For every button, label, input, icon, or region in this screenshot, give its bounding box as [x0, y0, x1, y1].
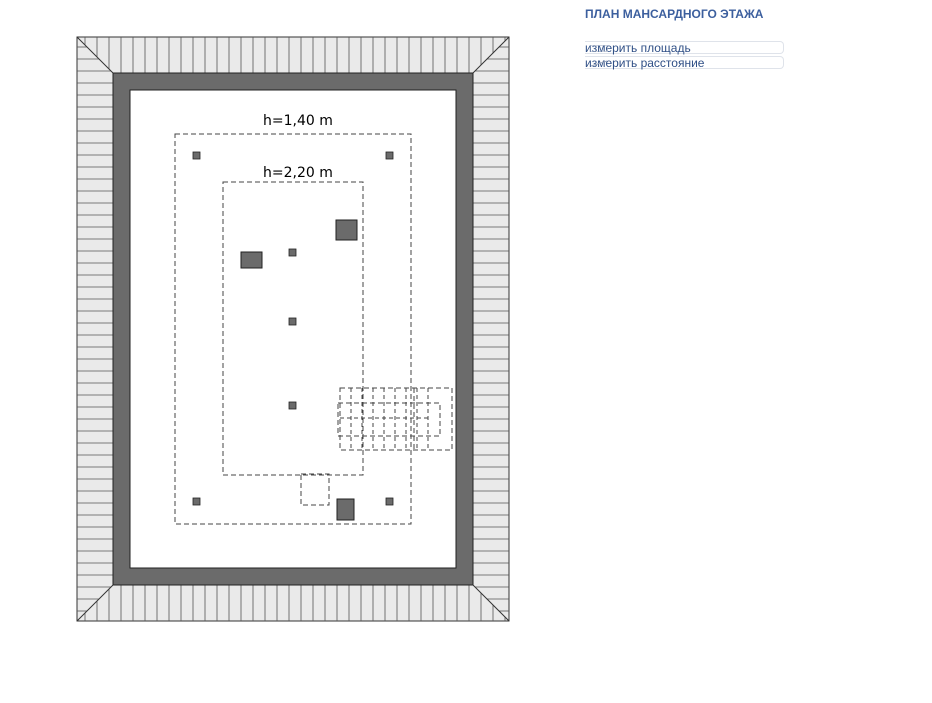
- post: [192, 151, 201, 160]
- measure-area-button[interactable]: измерить площадь: [585, 41, 784, 54]
- post: [288, 248, 297, 257]
- chimney: [335, 219, 358, 241]
- height-label-outer: h=1,40 m: [263, 113, 333, 129]
- measure-distance-label: измерить расстояние: [585, 56, 705, 70]
- vent: [240, 251, 263, 269]
- measure-area-label: измерить площадь: [585, 41, 691, 55]
- roof-hips: [76, 36, 510, 622]
- post: [288, 317, 297, 326]
- post: [385, 497, 394, 506]
- height-zone-outer: [174, 133, 412, 525]
- ruler-icon: [590, 60, 608, 67]
- post: [192, 497, 201, 506]
- posts: [192, 151, 394, 506]
- stair-opening: [300, 387, 453, 506]
- post: [288, 401, 297, 410]
- post: [385, 151, 394, 160]
- chimneys: [240, 219, 358, 521]
- page-title: ПЛАН МАНСАРДНОГО ЭТАЖА: [585, 7, 764, 21]
- stair-treads: [340, 388, 430, 450]
- roof-tiles: [77, 37, 509, 621]
- attic-floor-plan: h=1,40 m h=2,20 m: [76, 36, 510, 622]
- dotted-area-icon: [590, 45, 608, 52]
- floor-area: [129, 89, 457, 569]
- measure-distance-button[interactable]: измерить расстояние: [585, 56, 784, 69]
- chimney: [336, 498, 355, 521]
- height-label-inner: h=2,20 m: [263, 165, 333, 181]
